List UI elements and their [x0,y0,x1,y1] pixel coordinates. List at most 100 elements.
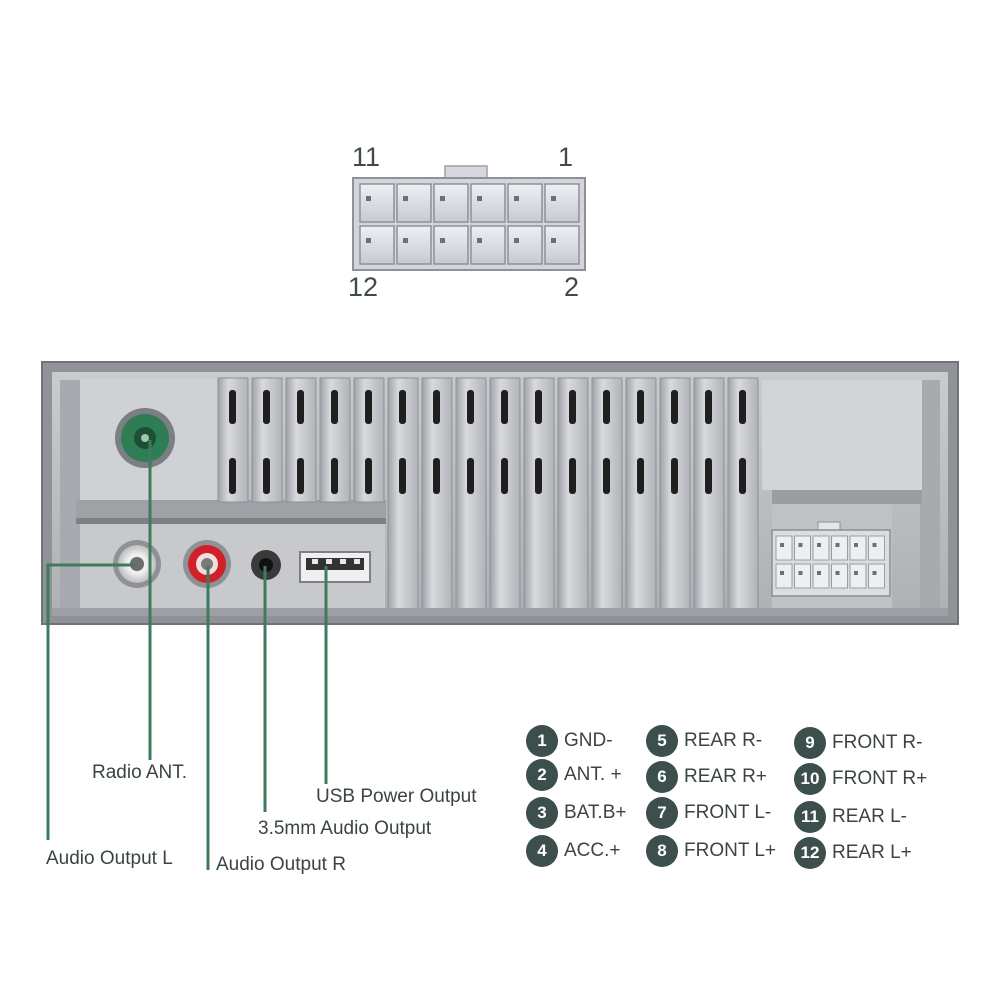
connector-cavity [359,225,395,265]
pin-number-badge: 7 [646,797,678,829]
fin-vent-slot [331,390,338,424]
fin-vent-slot [501,390,508,424]
fin-vent-slot [399,390,406,424]
callout-usb-power-output: USB Power Output [316,786,477,807]
socket-cavity [812,563,830,589]
connector-pin-2-label: 2 [564,272,580,302]
pin-9-entry: 9 FRONT R- [794,726,922,760]
iso-socket [771,521,891,597]
connector-cavity [507,225,543,265]
connector-pin-1-label: 1 [558,142,574,172]
fin-vent-slot [263,458,270,494]
connector-cavity [507,183,543,223]
fin-vent-slot [739,458,746,494]
socket-cavity [775,563,793,589]
connector-pin-12-label: 12 [348,272,379,302]
pin-11-entry: 11 REAR L- [794,800,907,834]
rca-audio-output-right [183,540,231,588]
connector-cavity-pin [551,196,556,201]
connector-cavity-pin [514,196,519,201]
fin-vent-slot [501,458,508,494]
pin-label: GND- [564,730,613,751]
usb-port [299,551,371,583]
connector-cavity [433,225,469,265]
fin-vent-slot [467,390,474,424]
pin-number-badge: 8 [646,835,678,867]
fin-vent-slot [603,390,610,424]
fin-vent-slot [671,390,678,424]
connector-cavity-pin [366,196,371,201]
fin-vent-slot [297,458,304,494]
pin-number-badge: 9 [794,727,826,759]
pin-label: ANT. + [564,764,622,785]
pin-number-badge: 11 [794,801,826,833]
connector-cavity-pin [551,238,556,243]
pin-4-entry: 4 ACC.+ [526,834,621,868]
connector-cavity [544,225,580,265]
socket-cavity [794,563,811,589]
fin-vent-slot [365,458,372,494]
pin-8-entry: 8 FRONT L+ [646,834,776,868]
connector-cavity-pin [403,196,408,201]
connector-pin-11-label: 11 [352,142,381,172]
connector-cavity-pin [477,238,482,243]
pin-label: REAR L- [832,806,907,827]
fin-vent-slot [603,458,610,494]
connector-cavity-pin [403,238,408,243]
iso-connector-diagram [352,165,586,271]
connector-cavity [359,183,395,223]
socket-cavity [868,563,885,589]
pin-label: BAT.B+ [564,802,627,823]
fin-vent-slot [331,458,338,494]
socket-cavity [868,535,885,561]
callout-audio-output-right: Audio Output R [216,854,346,875]
pin-number-badge: 10 [794,763,826,795]
connector-cavity [396,225,432,265]
fin-vent-slot [229,458,236,494]
fin-vent-slot [705,458,712,494]
pin-number-badge: 2 [526,759,558,791]
pin-6-entry: 6 REAR R+ [646,760,767,794]
fin-vent-slot [637,458,644,494]
socket-cavity [849,535,867,561]
fin-vent-slot [467,458,474,494]
socket-cavity-pin [835,571,840,575]
connector-cavity [544,183,580,223]
fin-vent-slot [399,458,406,494]
pin-number-badge: 6 [646,761,678,793]
head-unit-rear-panel [41,361,959,625]
pin-number-badge: 3 [526,797,558,829]
connector-cavity-pin [366,238,371,243]
fin-vent-slot [535,458,542,494]
socket-cavity-pin [780,571,784,575]
socket-cavity [831,563,848,589]
pin-1-entry: 1 GND- [526,724,613,758]
socket-cavity-pin [798,571,803,575]
connector-cavity [396,183,432,223]
pin-label: REAR L+ [832,842,912,863]
fin-vent-slot [705,390,712,424]
socket-cavity [812,535,830,561]
callout-radio-antenna: Radio ANT. [92,762,188,783]
pin-5-entry: 5 REAR R- [646,724,762,758]
fin-vent-slot [671,458,678,494]
socket-cavity-pin [817,571,821,575]
fin-vent-slot [637,390,644,424]
socket-cavity-pin [780,543,784,547]
audio-jack-3-5mm [251,550,281,580]
socket-cavity [794,535,811,561]
callout-3-5mm-audio-output: 3.5mm Audio Output [258,818,432,839]
callout-line-audio-left [46,563,135,840]
pin-label: REAR R- [684,730,763,751]
socket-cavity-pin [872,543,877,547]
pin-label: FRONT R+ [832,768,928,789]
pin-3-entry: 3 BAT.B+ [526,796,626,830]
pin-7-entry: 7 FRONT L- [646,796,771,830]
fin-vent-slot [569,458,576,494]
pin-label: FRONT R- [832,732,923,753]
fin-vent-slot [433,390,440,424]
callout-audio-output-left: Audio Output L [46,848,173,869]
socket-cavity [831,535,848,561]
socket-cavity [849,563,867,589]
